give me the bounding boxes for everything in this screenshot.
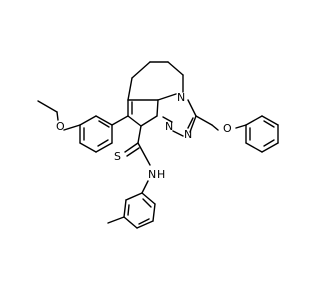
nitrogen-ring-bottom-right: N: [184, 128, 192, 141]
tolyl-ring: [107, 180, 156, 229]
nitrogen-ring-bottom-left: N: [165, 120, 173, 133]
ethoxyphenyl-ring: [63, 115, 129, 153]
phenoxymethyl-group: [195, 115, 279, 153]
thioamide-group: [124, 125, 151, 166]
oxygen-ether-left: O: [56, 120, 65, 133]
molecule-canvas: O O N N N N H S: [37, 61, 279, 229]
hydrogen-amide: H: [157, 168, 165, 181]
ethyl-group: [37, 100, 59, 121]
nitrogen-amide: N: [148, 168, 156, 181]
oxygen-ether-right: O: [223, 122, 232, 135]
sulfur-thioamide: S: [114, 150, 121, 163]
triazole-ring: [172, 99, 197, 137]
azepine-ring: [127, 61, 184, 101]
pyrrole-core: [127, 93, 177, 127]
nitrogen-ring-top: N: [177, 91, 185, 104]
molecule-structure: O O N N N N H S: [37, 61, 279, 229]
